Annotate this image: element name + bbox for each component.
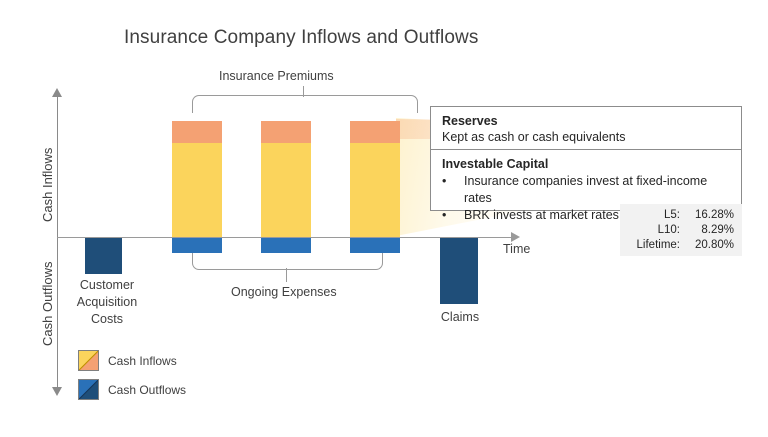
callout-bullet-text-1: Insurance companies invest at fixed-inco…	[464, 174, 708, 205]
callout-reserves-subtitle: Kept as cash or cash equivalents	[442, 130, 626, 144]
legend-swatch-cash-outflows	[78, 379, 99, 400]
axis-label-cash-outflows: Cash Outflows	[40, 261, 55, 346]
legend-label-cash-outflows: Cash Outflows	[108, 382, 187, 397]
rate-value-l5: 16.28%	[694, 209, 734, 221]
bar-ongoing-expenses-1	[172, 238, 222, 253]
bar-claims	[440, 238, 478, 304]
legend-swatch-cash-inflows	[78, 350, 99, 371]
cac-label-line-3: Costs	[91, 312, 123, 326]
rates-box: L5: 16.28% L10: 8.29% Lifetime: 20.80%	[620, 204, 742, 256]
bar-reserves-2	[261, 121, 311, 143]
cac-label-line-2: Acquisition	[76, 295, 138, 309]
premiums-bracket-stem	[303, 86, 304, 97]
premiums-bracket	[192, 95, 418, 113]
page-title: Insurance Company Inflows and Outflows	[124, 27, 479, 48]
bullet-dot-icon: •	[442, 174, 447, 188]
horizontal-axis-arrow-icon	[511, 232, 520, 242]
legend-item-cash-inflows: Cash Inflows	[78, 350, 177, 371]
bar-investable-capital-3	[350, 143, 400, 237]
rate-value-l10: 8.29%	[701, 224, 734, 236]
expenses-bracket-label: Ongoing Expenses	[231, 285, 337, 299]
horizontal-axis-line	[57, 237, 513, 238]
callout-bullet-row-2: • BRK invests at market rates	[442, 207, 731, 224]
rate-key-lifetime: Lifetime:	[636, 239, 680, 251]
axis-label-time: Time	[503, 242, 531, 256]
bar-customer-acquisition-costs	[85, 238, 122, 274]
bar-investable-capital-1	[172, 143, 222, 237]
callout-reserves-heading: Reserves	[442, 114, 498, 128]
rate-key-l10: L10:	[657, 224, 680, 236]
expenses-bracket	[192, 253, 383, 270]
axis-label-cash-inflows: Cash Inflows	[40, 147, 55, 222]
expenses-bracket-stem	[286, 268, 287, 282]
callout-reserves: Reserves Kept as cash or cash equivalent…	[430, 106, 742, 150]
rate-key-l5: L5:	[664, 209, 680, 221]
legend-item-cash-outflows: Cash Outflows	[78, 379, 186, 400]
bar-ongoing-expenses-2	[261, 238, 311, 253]
customer-acquisition-costs-label: Customer Acquisition Costs	[62, 277, 152, 328]
bar-ongoing-expenses-3	[350, 238, 400, 253]
bullet-dot-icon: •	[442, 208, 447, 222]
callout-bullet-text-2: BRK invests at market rates	[464, 208, 619, 222]
legend-label-cash-inflows: Cash Inflows	[108, 353, 177, 368]
rate-row-l5: L5: 16.28%	[620, 208, 734, 223]
claims-label: Claims	[440, 310, 480, 324]
callout-bullet-row-1: • Insurance companies invest at fixed-in…	[442, 173, 731, 207]
vertical-axis-down-arrow-icon	[52, 387, 62, 396]
bar-reserves-3	[350, 121, 400, 143]
callout-investable-heading: Investable Capital	[442, 157, 549, 171]
callout-investable-capital: Investable Capital • Insurance companies…	[430, 149, 742, 222]
bar-investable-capital-2	[261, 143, 311, 237]
cac-label-line-1: Customer	[79, 278, 135, 292]
rate-row-lifetime: Lifetime: 20.80%	[620, 238, 734, 253]
rate-row-l10: L10: 8.29%	[620, 223, 734, 238]
bar-reserves-1	[172, 121, 222, 143]
vertical-axis-line	[57, 96, 58, 394]
rate-value-lifetime: 20.80%	[694, 239, 734, 251]
vertical-axis-up-arrow-icon	[52, 88, 62, 97]
premiums-bracket-label: Insurance Premiums	[219, 69, 334, 83]
